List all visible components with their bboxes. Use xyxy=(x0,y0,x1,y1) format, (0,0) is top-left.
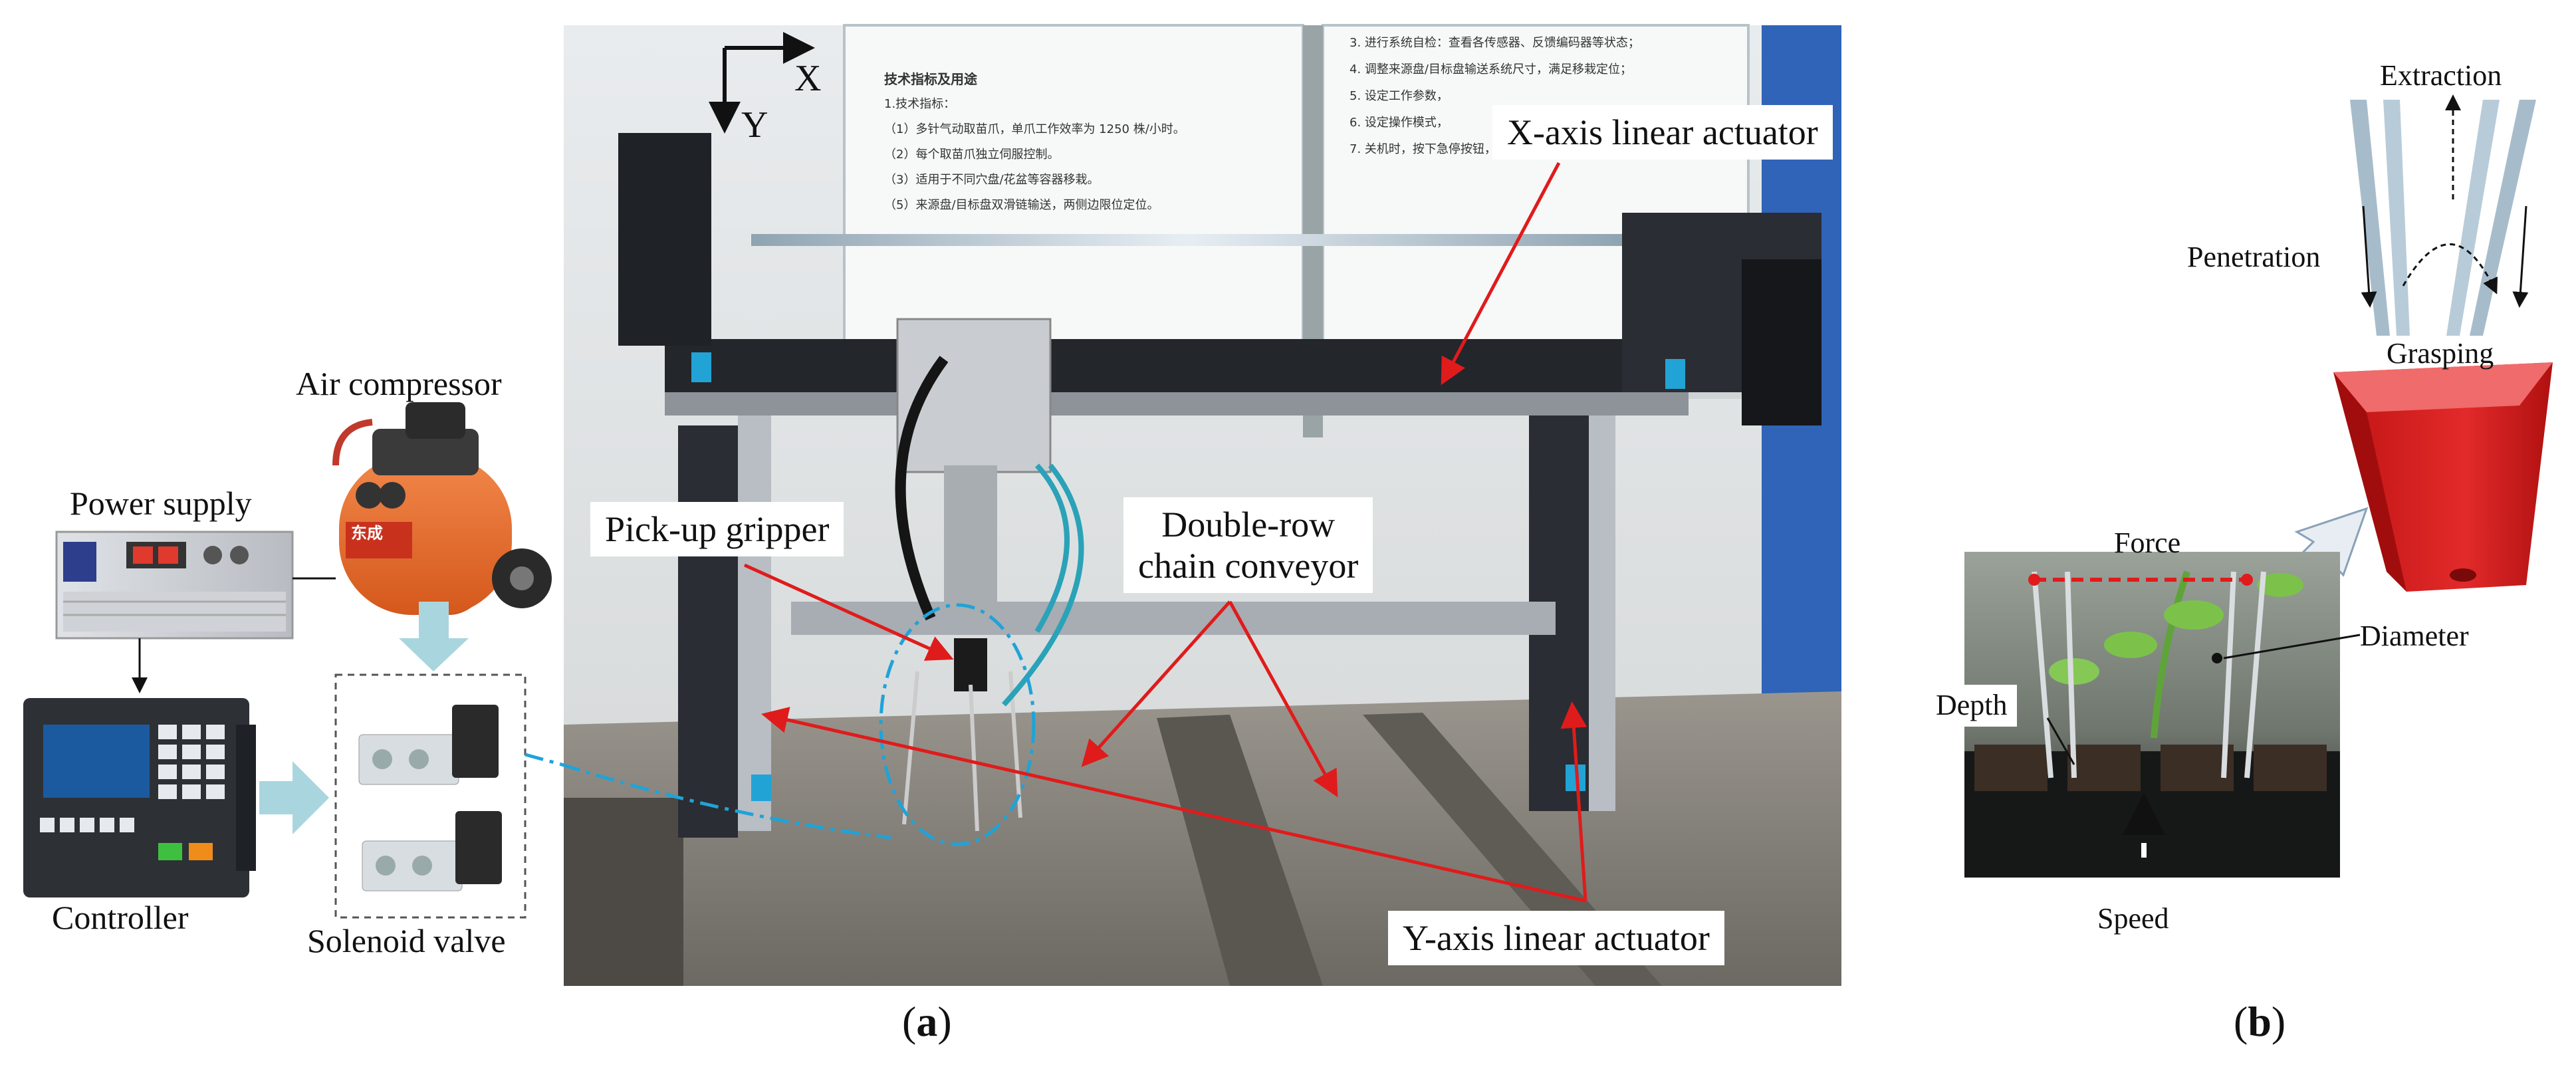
grasping-label: Grasping xyxy=(2387,337,2494,370)
y-axis-actuator-label: Y-axis linear actuator xyxy=(1388,911,1724,966)
axis-x-label: X xyxy=(794,58,822,99)
axis-y-label: Y xyxy=(741,104,768,146)
caption-a-close: ) xyxy=(937,998,952,1045)
info-board-right: 3. 进行系统自检：查看各传感器、反馈编码器等状态； 4. 调整来源盘/目标盘输… xyxy=(1349,30,1742,163)
solenoid-valve-drawing xyxy=(358,705,502,892)
board-line: 6. 设定操作模式， xyxy=(1349,116,1449,130)
board-line: 4. 调整来源盘/目标盘输送系统尺寸，满足移栽定位； xyxy=(1349,62,1632,76)
board-line: （5）来源盘/目标盘双滑链输送，两侧边限位定位。 xyxy=(884,198,1159,212)
board-line: 1.技术指标： xyxy=(884,97,956,111)
controller-drawing xyxy=(23,698,256,897)
board-heading: 技术指标及用途 xyxy=(884,71,977,87)
conveyor-label-line2: chain conveyor xyxy=(1138,546,1359,586)
board-line: 5. 设定工作参数， xyxy=(1349,89,1449,103)
compressor-brand-text: 东成 xyxy=(351,524,383,542)
speed-label: Speed xyxy=(2097,902,2169,935)
conveyor-label: Double-row chain conveyor xyxy=(1123,497,1373,594)
board-line: （1）多针气动取苗爪，单爪工作效率为 1250 株/小时。 xyxy=(884,122,1185,136)
power-supply-label: Power supply xyxy=(70,485,252,522)
pickup-gripper-label: Pick-up gripper xyxy=(590,502,844,557)
air-compressor-label: Air compressor xyxy=(296,365,502,402)
conveyor-label-line1: Double-row xyxy=(1161,505,1336,544)
controller-label: Controller xyxy=(52,899,189,936)
air-compressor-drawing xyxy=(332,402,552,615)
info-board-left: 技术指标及用途 1.技术指标： （1）多针气动取苗爪，单爪工作效率为 1250 … xyxy=(884,66,1296,218)
extraction-label: Extraction xyxy=(2380,59,2502,92)
controller-to-valve-arrow xyxy=(259,761,329,834)
caption-a-letter: a xyxy=(916,998,938,1045)
board-line: （3）适用于不同穴盘/花盆等容器移栽。 xyxy=(884,173,1100,187)
caption-a-open: ( xyxy=(902,998,917,1045)
depth-label: Depth xyxy=(1927,685,2017,727)
caption-b-letter: b xyxy=(2248,998,2272,1045)
caption-a: (a) xyxy=(902,997,952,1046)
red-annotation-arrows xyxy=(743,162,1587,903)
seedling-photo xyxy=(1964,552,2361,878)
needle-drawing xyxy=(2350,94,2536,336)
compressor-to-valve-arrow xyxy=(399,602,469,671)
solenoid-valve-box xyxy=(334,673,527,919)
penetration-label: Penetration xyxy=(2187,241,2321,273)
caption-b-close: ) xyxy=(2271,998,2286,1045)
board-line: 3. 进行系统自检：查看各传感器、反馈编码器等状态； xyxy=(1349,36,1640,50)
diameter-label: Diameter xyxy=(2360,620,2469,652)
power-supply-drawing xyxy=(55,531,294,640)
x-axis-actuator-label: X-axis linear actuator xyxy=(1492,105,1833,160)
red-pot-drawing xyxy=(2333,362,2553,592)
caption-b-open: ( xyxy=(2234,998,2248,1045)
caption-b: (b) xyxy=(2234,997,2285,1046)
gripper-zoom-ellipse xyxy=(879,603,1036,846)
solenoid-valve-label: Solenoid valve xyxy=(307,922,506,959)
valve-zoom-line-2 xyxy=(561,763,891,840)
board-line: （2）每个取苗爪独立伺服控制。 xyxy=(884,148,1060,162)
valve-zoom-line-1 xyxy=(525,753,562,767)
force-label: Force xyxy=(2114,527,2181,559)
